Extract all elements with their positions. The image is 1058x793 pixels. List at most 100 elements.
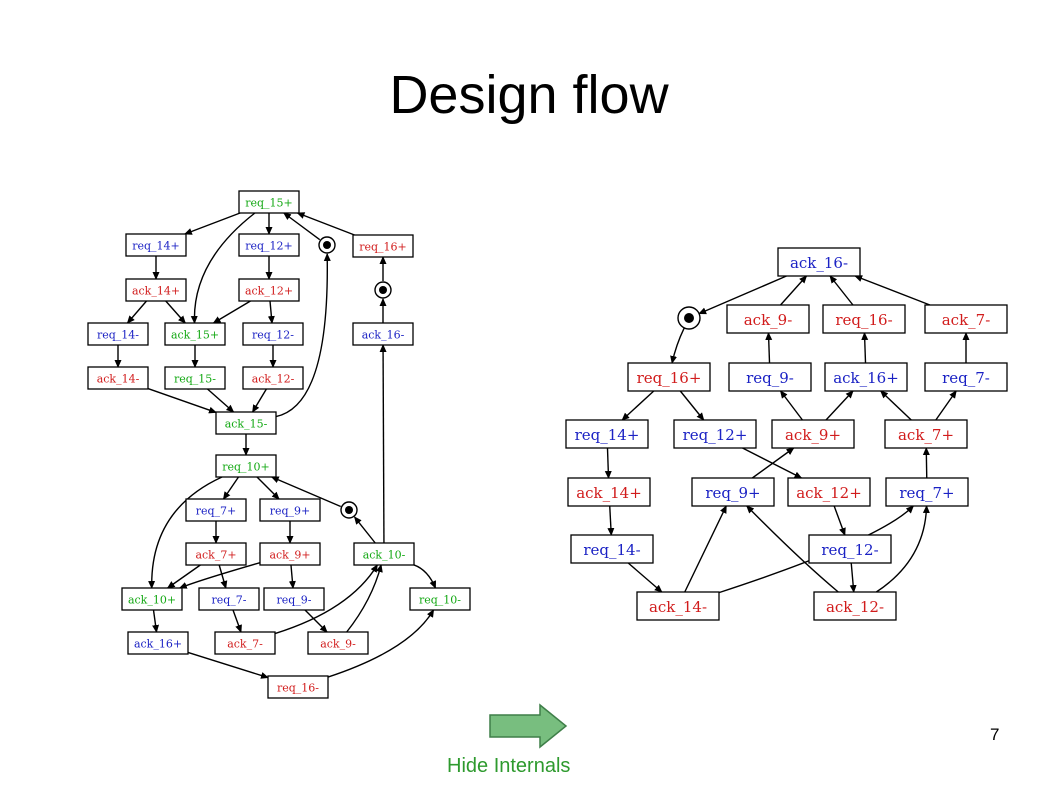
transition-label: ack_14+ (132, 285, 180, 298)
transition-box (565, 419, 649, 449)
transition-box (238, 233, 300, 257)
left-signal-graph: req_15+ req_14+ req_12+ req_16+ ack_14+ ack_1… (87, 190, 471, 699)
transition-node: req_15- (164, 366, 226, 390)
edge-arrow (212, 300, 251, 324)
transition-label: ack_9+ (269, 549, 310, 562)
transition-label: req_12- (821, 541, 878, 559)
transition-label: ack_7+ (898, 426, 954, 444)
transition-label: ack_9+ (785, 426, 841, 444)
transition-box (185, 498, 247, 522)
transition-label: req_14+ (575, 426, 640, 444)
transition-node: ack_14- (636, 591, 720, 621)
transition-box (824, 362, 908, 392)
edge-arrow (178, 561, 261, 589)
transition-label: ack_10+ (128, 594, 176, 607)
edge-arrow (166, 564, 201, 589)
transition-node: ack_7+ (884, 419, 968, 449)
hide-internals-link[interactable]: Hide Internals (447, 755, 571, 777)
transition-node: ack_12+ (787, 477, 871, 507)
transition-node: req_7+ (185, 498, 247, 522)
transition-box (259, 542, 321, 566)
transition-node: req_7+ (885, 477, 969, 507)
edge-arrow (413, 564, 437, 589)
transition-label: req_9+ (270, 505, 311, 518)
edge-arrow (283, 212, 321, 241)
transition-box (627, 362, 711, 392)
transition-box (567, 477, 651, 507)
transition-box (787, 477, 871, 507)
edge-arrow (232, 609, 242, 633)
edge-arrow (935, 390, 957, 421)
transition-label: ack_14- (649, 598, 707, 616)
edge-arrow (684, 505, 727, 593)
edge-arrow (679, 390, 705, 421)
transition-box (771, 419, 855, 449)
edge-arrow (353, 516, 376, 544)
edge-arrow (187, 651, 269, 679)
transition-box (924, 362, 1008, 392)
transition-box (238, 278, 300, 302)
transition-node: req_12+ (238, 233, 300, 257)
transition-node: req_16+ (352, 234, 414, 258)
transition-node: req_16- (267, 675, 329, 699)
transition-box (87, 366, 149, 390)
edge-arrow (148, 476, 223, 589)
transition-node: ack_12+ (238, 278, 300, 302)
transition-node: req_9- (263, 587, 325, 611)
transition-box (215, 411, 277, 435)
transition-box (673, 419, 757, 449)
transition-label: req_9+ (705, 484, 760, 502)
edge-arrow (779, 390, 803, 421)
edge-arrow (670, 327, 685, 364)
transition-box (728, 362, 812, 392)
transition-box (808, 534, 892, 564)
edges-layer (114, 212, 970, 679)
transition-box (352, 234, 414, 258)
transition-label: req_12+ (245, 240, 293, 253)
transition-label: ack_12+ (245, 285, 293, 298)
edge-arrow (621, 390, 655, 421)
transition-label: req_10- (419, 594, 461, 607)
transition-label: ack_16+ (833, 369, 899, 387)
edge-arrow (126, 300, 148, 324)
transition-box (267, 675, 329, 699)
transition-node: ack_14+ (125, 278, 187, 302)
transition-label: req_9- (276, 594, 311, 607)
transition-label: ack_9- (744, 311, 793, 329)
transition-node: ack_16+ (824, 362, 908, 392)
transition-node: req_9+ (691, 477, 775, 507)
edge-arrow (627, 562, 663, 593)
transition-box (125, 233, 187, 257)
right-arrow-icon[interactable] (488, 703, 570, 749)
transition-label: req_15+ (245, 197, 293, 210)
edge-arrow (274, 564, 378, 635)
transition-node: ack_9+ (771, 419, 855, 449)
transition-node: req_16- (822, 304, 906, 334)
transition-box (215, 454, 277, 478)
transition-box (353, 542, 415, 566)
transition-label: req_14- (583, 541, 640, 559)
edge-arrow (190, 212, 256, 324)
transition-label: req_12+ (683, 426, 748, 444)
transition-box (777, 247, 861, 277)
edge-arrow (880, 390, 912, 421)
transition-label: req_16+ (359, 241, 407, 254)
transition-label: req_7+ (899, 484, 954, 502)
transition-box (409, 587, 471, 611)
transition-label: req_7+ (196, 505, 237, 518)
transition-node: ack_7- (214, 631, 276, 655)
transition-node: ack_9- (726, 304, 810, 334)
transition-label: ack_7- (942, 311, 991, 329)
transition-label: ack_14- (97, 373, 140, 386)
edge-arrow (698, 275, 787, 315)
transition-node: req_12- (242, 322, 304, 346)
transition-node: ack_7- (924, 304, 1008, 334)
token-dot (684, 313, 694, 323)
transition-node: ack_14- (87, 366, 149, 390)
transition-label: req_14+ (132, 240, 180, 253)
edge-arrow (765, 332, 773, 364)
edge-arrow (147, 387, 217, 414)
transition-box (198, 587, 260, 611)
edge-arrow (861, 332, 869, 364)
transition-node: ack_9+ (259, 542, 321, 566)
